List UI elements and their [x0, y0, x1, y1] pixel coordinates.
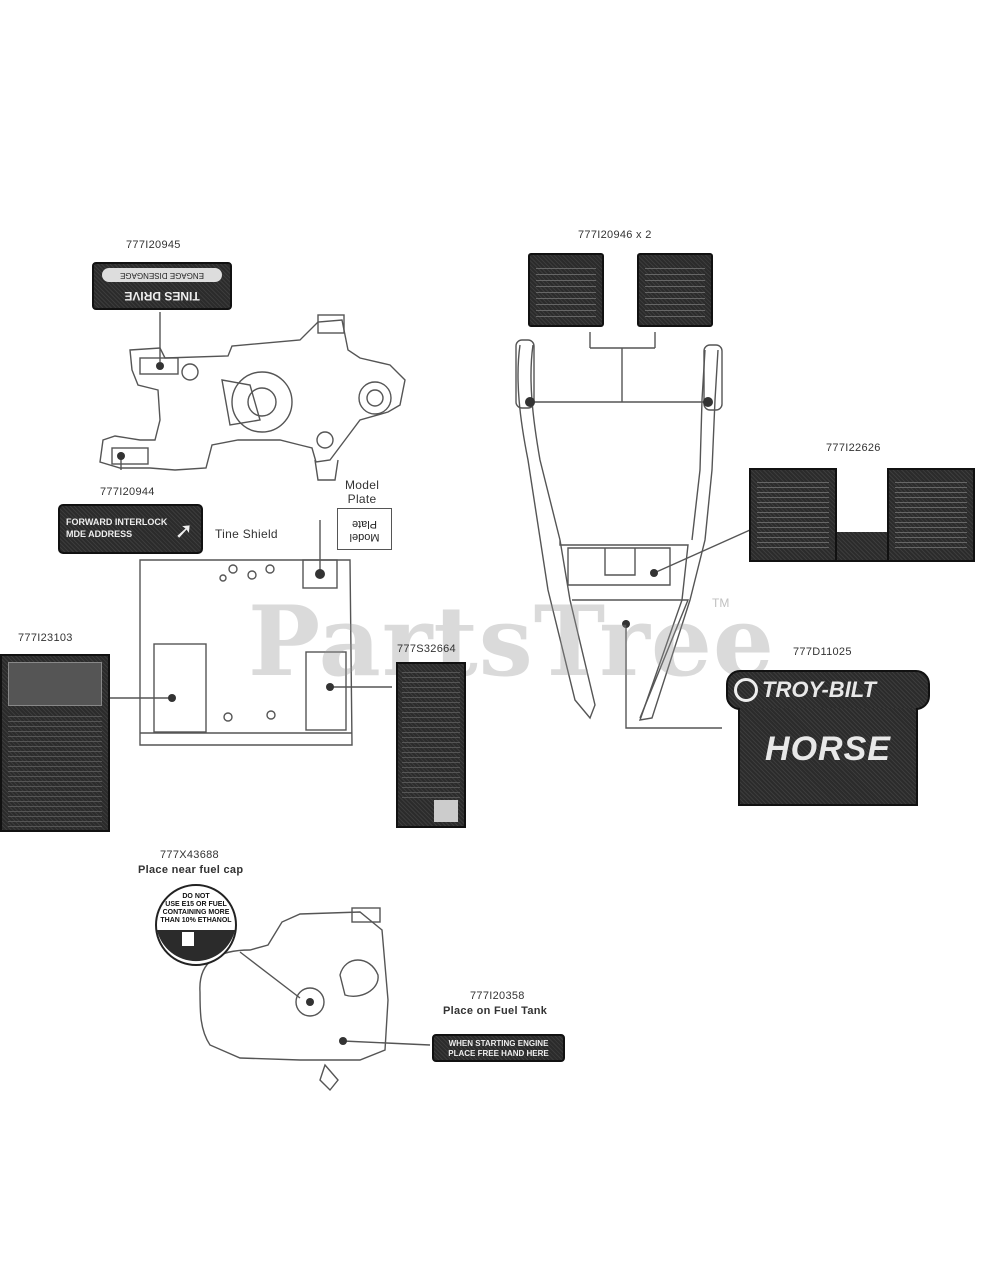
- decal-777I22626-left: [749, 468, 837, 562]
- brand-logo: TROY-BILT: [762, 677, 877, 702]
- decal-777I20946-a: [528, 253, 604, 327]
- decal-777I20358: WHEN STARTING ENGINE PLACE FREE HAND HER…: [432, 1034, 565, 1062]
- warning-pictogram-icon: [8, 662, 102, 706]
- arrow-icon: ➚: [174, 518, 193, 543]
- hand-warning-icon: [434, 800, 458, 822]
- tine-shield: [110, 520, 392, 746]
- decal-text-block-a: [536, 265, 596, 317]
- decal-clutch-bottom: TINES DRIVE: [124, 289, 200, 303]
- decal-clutch-top: ENGAGE DISENGAGE: [102, 268, 222, 282]
- brand-bar: TROY-BILT: [726, 670, 930, 710]
- decal-starting-engine-text: WHEN STARTING ENGINE PLACE FREE HAND HER…: [448, 1039, 549, 1058]
- decal-777I22626-left-text: [757, 478, 829, 548]
- decal-fuel-text: DO NOT USE E15 OR FUEL CONTAINING MORE T…: [160, 893, 232, 924]
- decal-777I20946-b: [637, 253, 713, 327]
- part-label-777I20944: 777I20944: [100, 486, 155, 498]
- model-plate-label: Model Plate: [345, 478, 380, 506]
- part-label-777D11025: 777D11025: [793, 646, 852, 658]
- decal-text-block-b: [645, 265, 705, 317]
- part-label-777I22626: 777I22626: [826, 442, 881, 454]
- decal-777D11025: TROY-BILT HORSE: [726, 670, 930, 806]
- decal-777I22626: [749, 468, 975, 562]
- fuel-tank: [199, 907, 431, 1092]
- handlebar-assembly: [515, 332, 751, 729]
- fuel-cap-decal-shape: [155, 884, 237, 966]
- decal-777I22626-bridge: [835, 532, 889, 562]
- part-label-777X43688: 777X43688: [160, 849, 219, 861]
- decal-777I23103: [0, 654, 110, 832]
- model-name: HORSE: [765, 730, 891, 768]
- decal-777I22626-right-text: [895, 478, 967, 548]
- part-label-777S32664: 777S32664: [397, 643, 456, 655]
- part-label-777I23103: 777I23103: [18, 632, 73, 644]
- decal-777I22626-right: [887, 468, 975, 562]
- part-label-777I20945: 777I20945: [126, 239, 181, 251]
- trademark-mark: TM: [712, 596, 730, 610]
- decal-777S32664: [396, 662, 466, 828]
- transmission-housing: [99, 312, 406, 481]
- warning-text-block: [8, 712, 102, 830]
- part-label-777I20946: 777I20946 x 2: [578, 229, 652, 241]
- model-panel: HORSE: [738, 708, 918, 806]
- brand-logo-icon: [734, 678, 758, 702]
- decal-forward-interlock: FORWARD INTERLOCK MDE ADDRESS ➚: [58, 504, 203, 554]
- part-note-777I20358: Place on Fuel Tank: [443, 1005, 548, 1017]
- watermark: PartsTree: [248, 585, 775, 698]
- tine-shield-label: Tine Shield: [215, 527, 278, 541]
- decal-clutch: ENGAGE DISENGAGE TINES DRIVE: [92, 262, 232, 310]
- decal-forward-interlock-text: FORWARD INTERLOCK MDE ADDRESS: [66, 517, 168, 539]
- warning-text-block-2: [402, 668, 460, 798]
- model-plate: Model Plate: [337, 508, 392, 550]
- part-note-777X43688: Place near fuel cap: [138, 864, 244, 876]
- part-label-777I20358: 777I20358: [470, 990, 525, 1002]
